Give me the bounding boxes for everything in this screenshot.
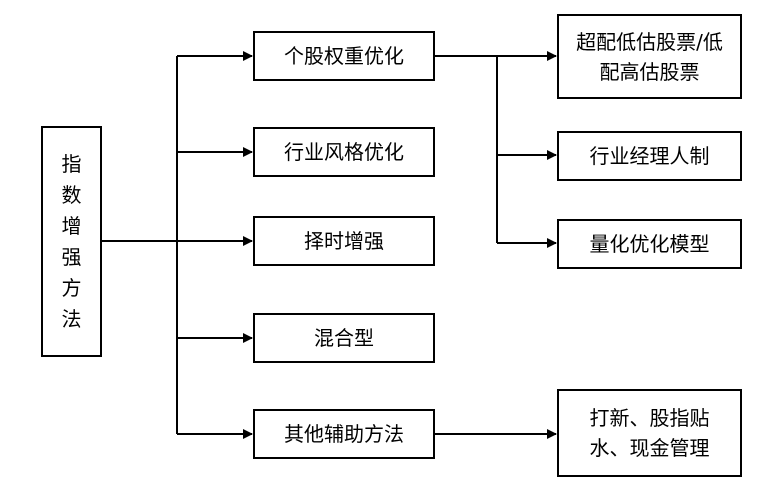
method-node-hybrid: 混合型 (253, 313, 435, 363)
method-node-industry-style: 行业风格优化 (253, 127, 435, 177)
detail-node-label: 超配低估股票/低配高估股票 (576, 29, 723, 84)
method-node-label: 行业风格优化 (284, 140, 404, 164)
method-node-timing: 择时增强 (253, 216, 435, 266)
detail-node-industry-manager: 行业经理人制 (557, 131, 742, 181)
method-node-label: 混合型 (314, 326, 374, 350)
method-node-label: 择时增强 (304, 229, 384, 253)
method-node-label: 其他辅助方法 (284, 422, 404, 446)
detail-node-label: 行业经理人制 (589, 144, 710, 168)
method-node-stock-weight: 个股权重优化 (253, 31, 435, 81)
method-node-label: 个股权重优化 (284, 44, 404, 68)
detail-node-over-under-weight: 超配低估股票/低配高估股票 (557, 14, 742, 99)
detail-node-ipo-futures-cash: 打新、股指贴水、现金管理 (557, 389, 742, 477)
detail-node-label: 打新、股指贴水、现金管理 (589, 406, 710, 460)
root-node: 指数增强方法 (41, 126, 102, 357)
detail-node-label: 量化优化模型 (589, 232, 710, 256)
detail-node-quant-model: 量化优化模型 (557, 219, 742, 269)
root-node-label: 指数增强方法 (61, 151, 82, 331)
method-node-auxiliary: 其他辅助方法 (253, 409, 435, 459)
